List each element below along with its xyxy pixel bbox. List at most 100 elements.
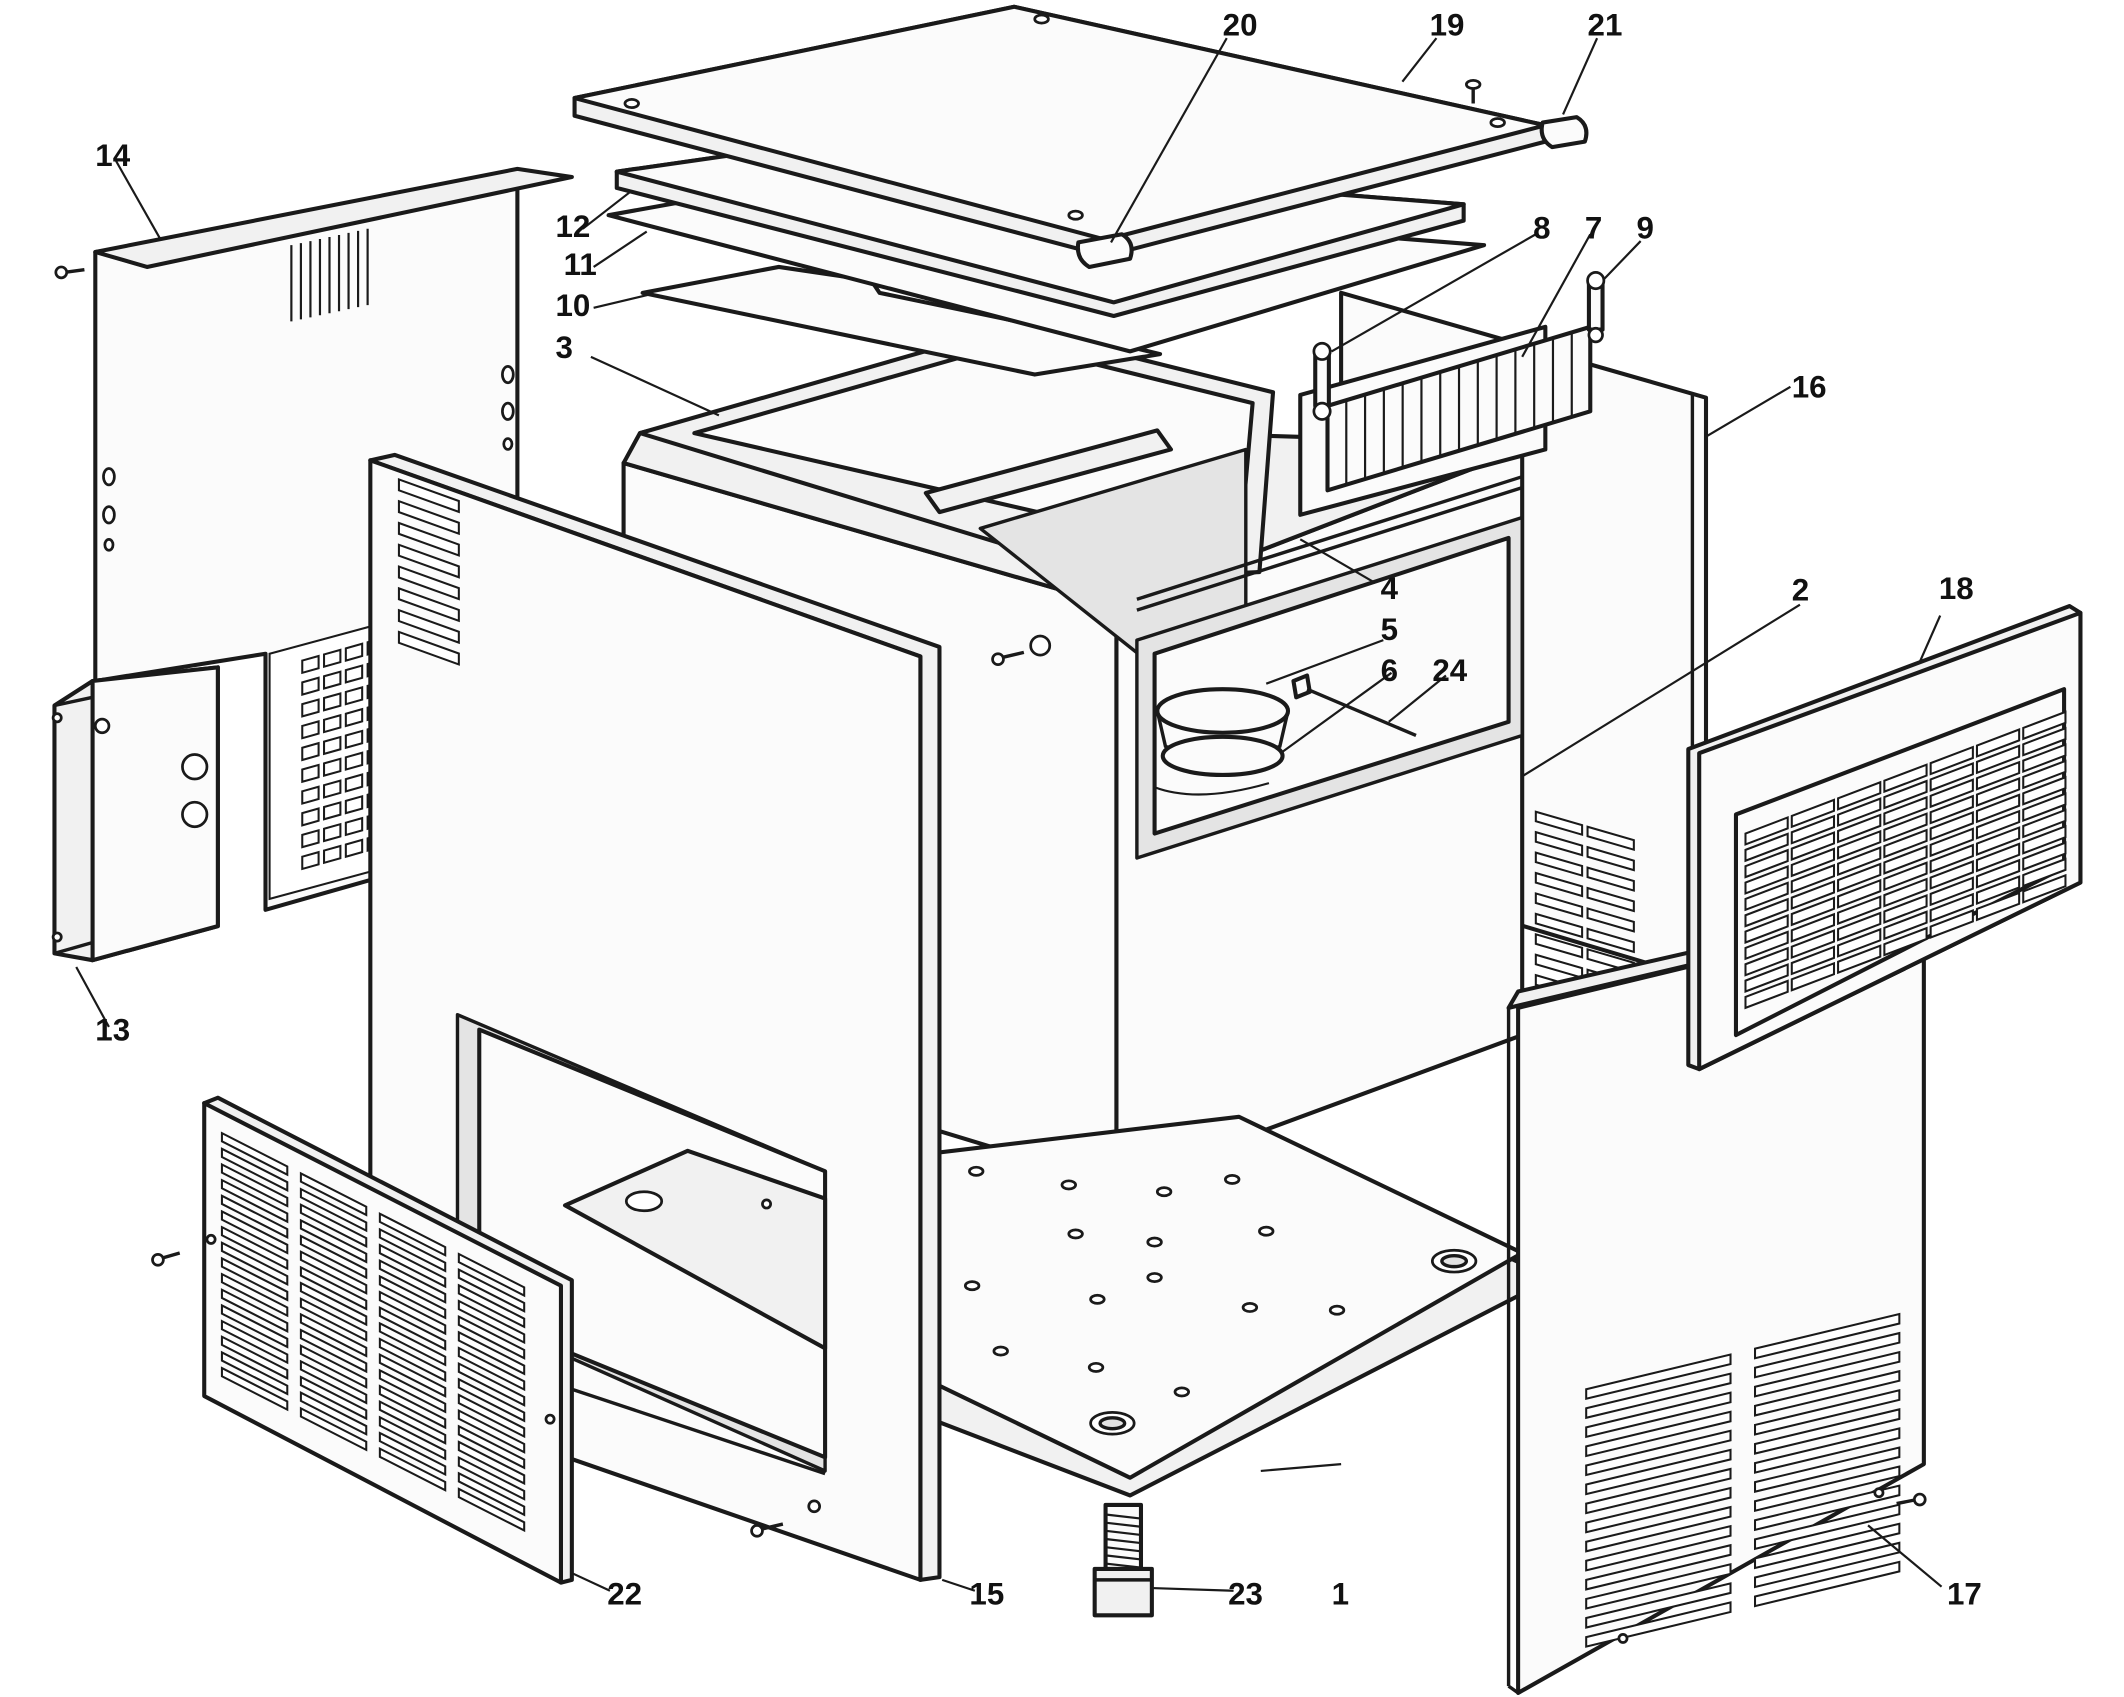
louvre-slot-14 (323, 779, 342, 799)
louvre-slot-22 (220, 1178, 289, 1224)
louvre-slot-22 (457, 1471, 526, 1517)
louvre-slot-18 (1790, 831, 1836, 861)
louvre-slot-22 (299, 1344, 368, 1389)
louvre-slot-18 (1790, 961, 1836, 992)
louvre-slot-18 (1837, 846, 1882, 877)
part-5-part-6-pump-assembly (1154, 687, 1291, 796)
lid-screw (1465, 78, 1482, 104)
louvre-slot-18 (2022, 792, 2067, 823)
louvre-slot-18 (1883, 779, 1928, 810)
louvre-slot-22 (457, 1283, 526, 1329)
louvre-slot-15 (397, 565, 460, 601)
louvre-slot-22 (457, 1252, 526, 1298)
base-mounting-hole (1155, 1186, 1173, 1198)
louvre-slot-14 (301, 828, 320, 849)
callout-14: 14 (95, 138, 130, 173)
louvre-slot-18 (1837, 862, 1882, 893)
louvre-slot-16 (1534, 871, 1584, 898)
louvre-slot-18 (1975, 793, 2021, 824)
louvre-slot-17 (1754, 1369, 1901, 1417)
louvre-slot-18 (1837, 895, 1882, 926)
louvre-slot-17 (1585, 1562, 1732, 1610)
louvre-slot-18 (1975, 744, 2021, 775)
louvre-slot-18 (1975, 809, 2021, 840)
base-mounting-hole (1241, 1302, 1259, 1313)
louvre-slot-14 (301, 654, 320, 675)
louvre-slot-22 (378, 1384, 447, 1430)
louvre-slot-18 (1929, 892, 1974, 923)
louvre-slot-14 (344, 773, 364, 793)
louvre-slot-22 (299, 1281, 368, 1327)
louvre-slot-18 (1929, 827, 1974, 858)
louvre-slot-22 (378, 1415, 447, 1461)
leader-lines (75, 37, 1943, 1592)
louvre-slot-22 (220, 1303, 289, 1349)
louvre-slot-22 (220, 1256, 289, 1302)
louvre-slot-18 (1883, 844, 1928, 875)
louvre-slot-16 (1534, 953, 1584, 980)
louvre-slot-22 (378, 1353, 447, 1398)
foot-thread (1105, 1513, 1142, 1520)
louvre-slot-18 (1929, 794, 1974, 825)
louvre-slot-15 (397, 630, 460, 666)
louvre-slot-22 (457, 1299, 526, 1345)
louvre-slot-17 (1754, 1560, 1901, 1608)
foot-thread (1105, 1546, 1142, 1553)
screw-22 (151, 1251, 181, 1267)
louvre-slot-14 (301, 763, 320, 784)
louvre-slot-14 (323, 692, 342, 712)
screw-17 (1896, 1492, 1927, 1507)
louvre-slot-22 (457, 1487, 526, 1533)
louvre-slot-22 (220, 1225, 289, 1271)
part-7-curtain (1325, 324, 1593, 493)
louvre-slot-18 (1744, 865, 1789, 895)
louvre-slot-22 (457, 1346, 526, 1392)
louvre-slot-18 (1883, 795, 1928, 826)
screw-15 (750, 1499, 822, 1538)
louvre-slot-22 (457, 1361, 526, 1407)
louvre-slot-17 (1585, 1429, 1732, 1477)
callout-22: 22 (607, 1576, 642, 1611)
louvre-slot-22 (220, 1272, 289, 1318)
louvre-slot-22 (220, 1335, 289, 1380)
louvre-slot-22 (378, 1290, 447, 1336)
louvre-slot-14 (344, 729, 364, 750)
callout-5: 5 (1381, 612, 1398, 647)
louvre-slot-18 (1975, 760, 2021, 791)
louvre-slot-18 (1929, 778, 1974, 809)
louvre-slot-18 (1883, 828, 1928, 859)
callout-20: 20 (1223, 7, 1258, 42)
louvre-slot-17 (1585, 1372, 1732, 1420)
louvre-slot-17 (1754, 1312, 1901, 1360)
louvre-slot-22 (220, 1162, 289, 1208)
louvre-slot-16 (1586, 886, 1635, 913)
screw-14 (54, 265, 85, 280)
louvre-slot-18 (1929, 876, 1974, 907)
louvre-slot-22 (378, 1274, 447, 1320)
louvre-slot-17 (1754, 1446, 1901, 1493)
base-mounting-hole (1089, 1293, 1106, 1305)
louvre-slot-18 (1837, 911, 1882, 942)
louvre-slot-17 (1585, 1467, 1732, 1515)
louvre-slot-22 (220, 1241, 289, 1286)
louvre-slot-22 (378, 1306, 447, 1351)
louvre-slot-18 (1744, 946, 1789, 977)
louvre-slot-18 (1929, 909, 1974, 939)
louvre-slot-18 (1929, 810, 1974, 841)
louvre-slot-14 (344, 686, 364, 706)
part-13-bracket (51, 665, 220, 963)
louvre-slot-17 (1585, 1391, 1732, 1439)
louvre-slot-18 (1975, 858, 2021, 889)
callout-17: 17 (1947, 1576, 1982, 1611)
louvre-slot-16 (1534, 912, 1584, 939)
base-mounting-hole (963, 1280, 981, 1292)
base-mounting-hole (1258, 1225, 1275, 1237)
callout-labels: 1 2 3 4 5 6 7 8 9 10 11 12 13 14 15 16 1… (95, 7, 1982, 1611)
louvre-slot-18 (1744, 881, 1789, 912)
louvre-slot-16 (1586, 866, 1635, 892)
louvre-slot-22 (220, 1209, 289, 1255)
base-mounting-hole (1224, 1174, 1241, 1185)
louvre-slot-18 (1790, 945, 1836, 976)
part-23-adjustable-foot (1092, 1502, 1154, 1618)
